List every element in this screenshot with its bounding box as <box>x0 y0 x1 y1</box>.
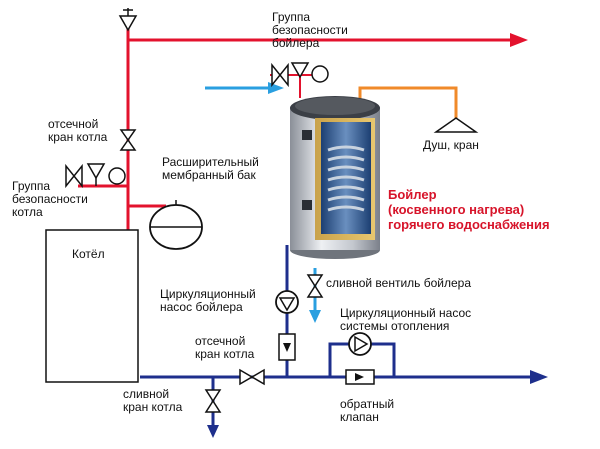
hot-supply-pipes <box>78 24 510 230</box>
boiler-drain-valve-icon <box>306 274 324 298</box>
label-boiler-circ-pump: Циркуляционный насос бойлера <box>160 287 256 314</box>
expansion-tank-icon <box>149 200 203 250</box>
drain-valve-kotel-icon <box>204 389 222 413</box>
return-flow-arrow <box>530 370 548 384</box>
boiler-drain-arrow <box>309 310 321 323</box>
label-expansion-tank: Расширительный мембранный бак <box>162 155 259 182</box>
cold-inlet-arrow <box>268 82 284 94</box>
safety-group-kotel-icon <box>65 163 126 189</box>
label-group-kotel-safety: Группа безопасности котла <box>12 179 88 219</box>
label-boiler-title: Бойлер (косвенного нагрева) горячего вод… <box>388 187 550 232</box>
label-group-boiler-safety: Группа безопасности бойлера <box>272 10 348 50</box>
label-shower-tap: Душ, кран <box>423 138 479 152</box>
label-drain-kotel: сливной кран котла <box>123 387 183 414</box>
hot-flow-arrow <box>510 33 528 47</box>
indirect-boiler-tank <box>290 96 380 259</box>
drain-arrow <box>207 425 219 438</box>
label-kotel: Котёл <box>72 247 105 261</box>
shower-head-icon <box>433 117 479 133</box>
shutoff-valve-bottom-icon <box>239 368 265 386</box>
heating-pump-icon <box>348 332 372 356</box>
heating-check-valve-icon <box>345 369 375 385</box>
shutoff-valve-top-icon <box>119 129 137 151</box>
boiler-check-valve-icon <box>278 333 296 361</box>
air-vent-icon <box>118 8 138 32</box>
boiler-pump-icon <box>275 290 299 314</box>
kotel-box <box>45 229 139 383</box>
label-check-valve: обратный клапан <box>340 397 395 424</box>
label-shutoff-boiler-bottom: отсечной кран котла <box>195 334 255 361</box>
safety-group-boiler-icon <box>271 62 329 88</box>
label-boiler-drain-valve: сливной вентиль бойлера <box>326 276 472 290</box>
dhw-outlet-pipe <box>358 86 458 118</box>
label-heating-circ-pump: Циркуляционный насос системы отопления <box>340 306 472 333</box>
label-shutoff-boiler-top: отсечной кран котла <box>48 117 108 144</box>
